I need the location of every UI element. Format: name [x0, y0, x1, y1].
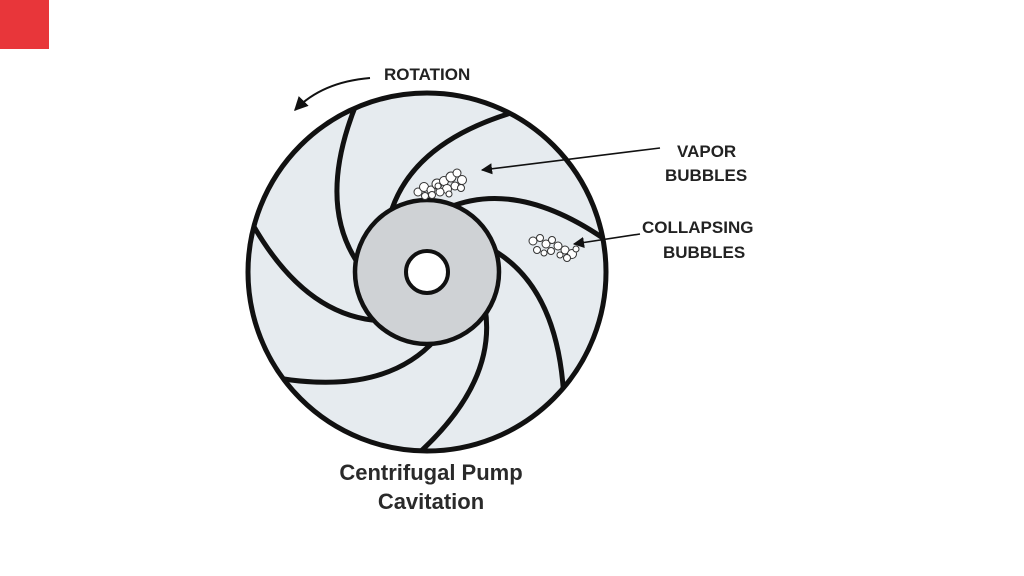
collapsing-bubbles-leader [572, 233, 641, 249]
bubble [533, 246, 541, 254]
rotation-arrow [294, 77, 371, 112]
diagram-caption-line2: Cavitation [378, 489, 484, 514]
bubble [536, 234, 544, 242]
shaft-bore [404, 249, 450, 295]
bubble [457, 175, 467, 185]
rotation-label: ROTATION [384, 65, 470, 84]
collapsing-bubbles-cluster [528, 234, 580, 262]
bubble [563, 254, 571, 262]
bubble [540, 249, 548, 257]
bubble [434, 182, 442, 190]
bubble [553, 241, 563, 251]
accent-block [0, 0, 49, 49]
bubble [556, 251, 564, 259]
vapor-label-line2: BUBBLES [665, 166, 747, 185]
collapsing-label-line1: COLLAPSING [642, 218, 753, 237]
bubble [421, 192, 429, 200]
bubble [548, 236, 556, 244]
bubble [428, 191, 436, 199]
impeller-vane [413, 305, 490, 449]
vapor-bubbles-cluster [413, 168, 467, 200]
impeller-vane [274, 337, 438, 385]
impeller-vane [488, 246, 567, 398]
vapor-label-line1: VAPOR [677, 142, 736, 161]
bubble [528, 236, 538, 246]
impeller-vane [446, 196, 604, 245]
bubble [541, 239, 551, 249]
vapor-bubbles-leader [480, 147, 661, 175]
impeller-vane [387, 108, 520, 218]
impeller-vanes [250, 99, 604, 449]
diagram-caption-line1: Centrifugal Pump [339, 460, 522, 485]
bubble [572, 245, 580, 253]
impeller-vane [334, 99, 362, 268]
bubble [457, 184, 465, 192]
bubble [445, 190, 453, 198]
collapsing-label-line2: BUBBLES [663, 243, 745, 262]
impeller-vane [250, 217, 382, 324]
bubble [547, 247, 555, 255]
bubble [452, 168, 462, 178]
